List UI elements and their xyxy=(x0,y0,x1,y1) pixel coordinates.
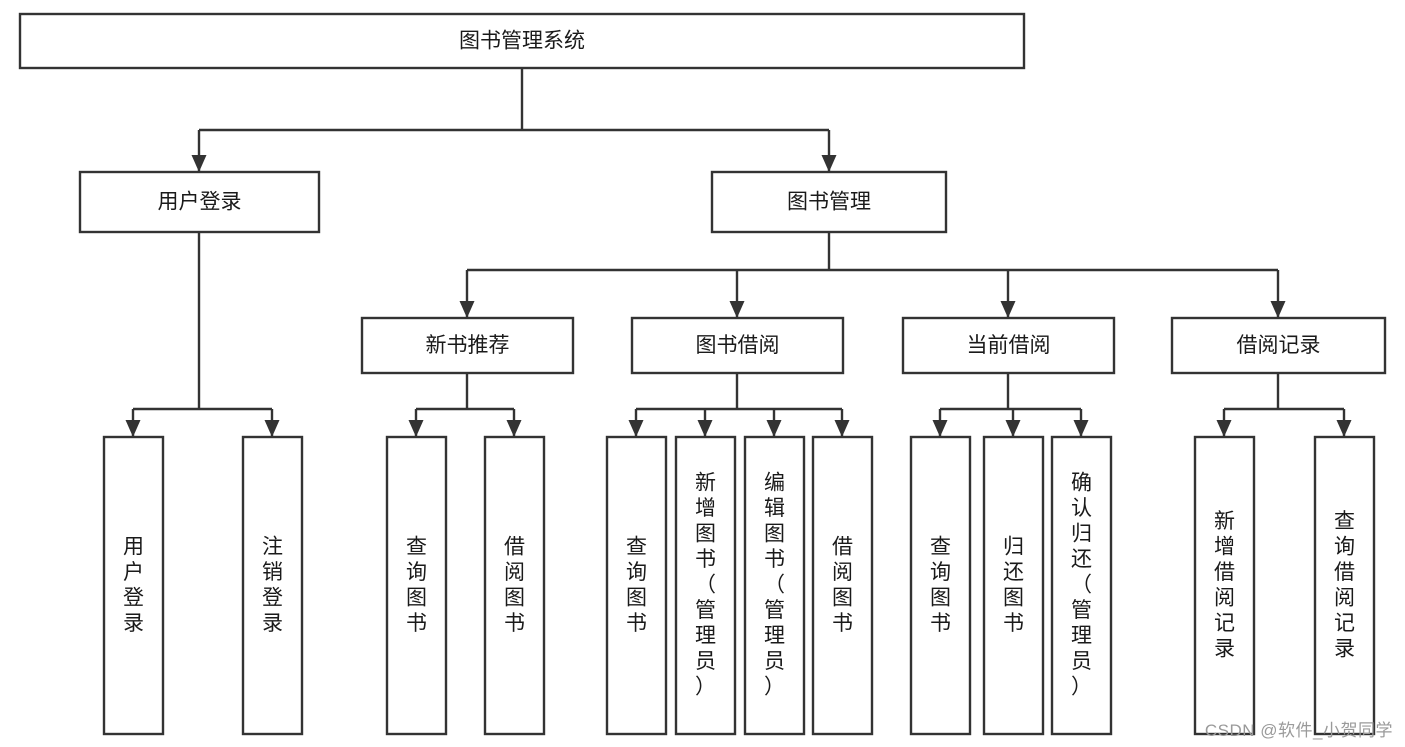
connector-arrow-icon xyxy=(1073,420,1089,437)
connector-arrow-icon xyxy=(459,301,475,318)
node-box-leaf-edit-book[interactable] xyxy=(743,435,806,736)
node-label-new-book-rec: 新书推荐 xyxy=(426,334,510,357)
node-box-leaf-add-record[interactable] xyxy=(1193,435,1256,736)
node-label-current-borrow: 当前借阅 xyxy=(967,334,1051,357)
connector-arrow-icon xyxy=(191,155,207,172)
node-box-leaf-borrow-book-2[interactable] xyxy=(811,435,874,736)
node-box-new-book-rec[interactable] xyxy=(360,316,575,375)
connector-arrow-icon xyxy=(506,420,522,437)
node-borrow-record[interactable]: 借阅记录 xyxy=(1170,316,1387,375)
node-label-leaf-add-book: 新增图书（管理员） xyxy=(695,471,716,698)
connector-group-root-to-level2 xyxy=(191,68,837,172)
node-label-borrow-record: 借阅记录 xyxy=(1237,334,1321,357)
node-label-leaf-add-record: 新增借阅记录 xyxy=(1214,509,1235,660)
node-leaf-user-login[interactable]: 用户登录 xyxy=(102,435,165,736)
node-leaf-add-book[interactable]: 新增图书（管理员） xyxy=(674,435,737,736)
connector-arrow-icon xyxy=(766,420,782,437)
connector-arrow-icon xyxy=(264,420,280,437)
connector-arrow-icon xyxy=(834,420,850,437)
node-box-current-borrow[interactable] xyxy=(901,316,1116,375)
node-label-root: 图书管理系统 xyxy=(459,30,585,53)
connector-arrow-icon xyxy=(1000,301,1016,318)
node-box-leaf-query-record[interactable] xyxy=(1313,435,1376,736)
connector-arrow-icon xyxy=(408,420,424,437)
node-label-leaf-query-book-2: 查询图书 xyxy=(626,535,647,635)
connector-layer xyxy=(125,68,1352,437)
node-box-leaf-query-book-3[interactable] xyxy=(909,435,972,736)
connector-arrow-icon xyxy=(125,420,141,437)
node-box-leaf-user-login[interactable] xyxy=(102,435,165,736)
node-book-manage[interactable]: 图书管理 xyxy=(710,170,948,234)
node-box-book-manage[interactable] xyxy=(710,170,948,234)
node-label-user-login: 用户登录 xyxy=(158,191,242,214)
node-label-leaf-edit-book: 编辑图书（管理员） xyxy=(764,471,785,698)
connector-arrow-icon xyxy=(628,420,644,437)
node-label-leaf-query-book-3: 查询图书 xyxy=(930,535,951,635)
node-box-leaf-add-book[interactable] xyxy=(674,435,737,736)
connector-arrow-icon xyxy=(932,420,948,437)
node-user-login[interactable]: 用户登录 xyxy=(78,170,321,234)
connector-arrow-icon xyxy=(1336,420,1352,437)
connector-group-newbook-to-leaves xyxy=(408,373,522,437)
connector-group-bookmanage-to-level3 xyxy=(459,232,1286,318)
connector-arrow-icon xyxy=(729,301,745,318)
node-leaf-logout[interactable]: 注销登录 xyxy=(241,435,304,736)
node-box-leaf-query-book-1[interactable] xyxy=(385,435,448,736)
node-label-leaf-user-login: 用户登录 xyxy=(123,535,144,635)
node-new-book-rec[interactable]: 新书推荐 xyxy=(360,316,575,375)
node-label-book-manage: 图书管理 xyxy=(787,191,871,214)
node-leaf-confirm-return[interactable]: 确认归还（管理员） xyxy=(1050,435,1113,736)
node-book-borrow[interactable]: 图书借阅 xyxy=(630,316,845,375)
node-leaf-add-record[interactable]: 新增借阅记录 xyxy=(1193,435,1256,736)
node-box-borrow-record[interactable] xyxy=(1170,316,1387,375)
node-box-leaf-return-book[interactable] xyxy=(982,435,1045,736)
node-label-leaf-borrow-book-2: 借阅图书 xyxy=(832,535,853,635)
node-box-leaf-logout[interactable] xyxy=(241,435,304,736)
node-leaf-query-record[interactable]: 查询借阅记录 xyxy=(1313,435,1376,736)
connector-arrow-icon xyxy=(821,155,837,172)
node-leaf-query-book-3[interactable]: 查询图书 xyxy=(909,435,972,736)
node-leaf-query-book-2[interactable]: 查询图书 xyxy=(605,435,668,736)
connector-group-borrowrecord-to-leaves xyxy=(1216,373,1352,437)
connector-group-currentborrow-to-leaves xyxy=(932,373,1089,437)
connector-group-bookborrow-to-leaves xyxy=(628,373,850,437)
connector-group-userlogin-to-leaves xyxy=(125,232,280,437)
node-root[interactable]: 图书管理系统 xyxy=(18,12,1026,70)
node-box-book-borrow[interactable] xyxy=(630,316,845,375)
node-label-leaf-query-record: 查询借阅记录 xyxy=(1334,509,1355,660)
connector-arrow-icon xyxy=(1005,420,1021,437)
node-label-leaf-borrow-book-1: 借阅图书 xyxy=(504,535,525,635)
node-box-leaf-borrow-book-1[interactable] xyxy=(483,435,546,736)
node-box-leaf-query-book-2[interactable] xyxy=(605,435,668,736)
node-label-leaf-query-book-1: 查询图书 xyxy=(406,535,427,635)
node-leaf-return-book[interactable]: 归还图书 xyxy=(982,435,1045,736)
connector-arrow-icon xyxy=(697,420,713,437)
node-leaf-borrow-book-1[interactable]: 借阅图书 xyxy=(483,435,546,736)
connector-arrow-icon xyxy=(1270,301,1286,318)
connector-arrow-icon xyxy=(1216,420,1232,437)
node-label-leaf-confirm-return: 确认归还（管理员） xyxy=(1071,471,1092,698)
node-box-leaf-confirm-return[interactable] xyxy=(1050,435,1113,736)
node-leaf-borrow-book-2[interactable]: 借阅图书 xyxy=(811,435,874,736)
node-current-borrow[interactable]: 当前借阅 xyxy=(901,316,1116,375)
node-leaf-edit-book[interactable]: 编辑图书（管理员） xyxy=(743,435,806,736)
node-label-leaf-logout: 注销登录 xyxy=(262,535,283,635)
node-leaf-query-book-1[interactable]: 查询图书 xyxy=(385,435,448,736)
node-label-book-borrow: 图书借阅 xyxy=(696,334,780,357)
node-layer: 图书管理系统用户登录图书管理新书推荐图书借阅当前借阅借阅记录用户登录注销登录查询… xyxy=(18,12,1387,736)
node-box-root[interactable] xyxy=(18,12,1026,70)
node-label-leaf-return-book: 归还图书 xyxy=(1003,535,1024,635)
node-box-user-login[interactable] xyxy=(78,170,321,234)
